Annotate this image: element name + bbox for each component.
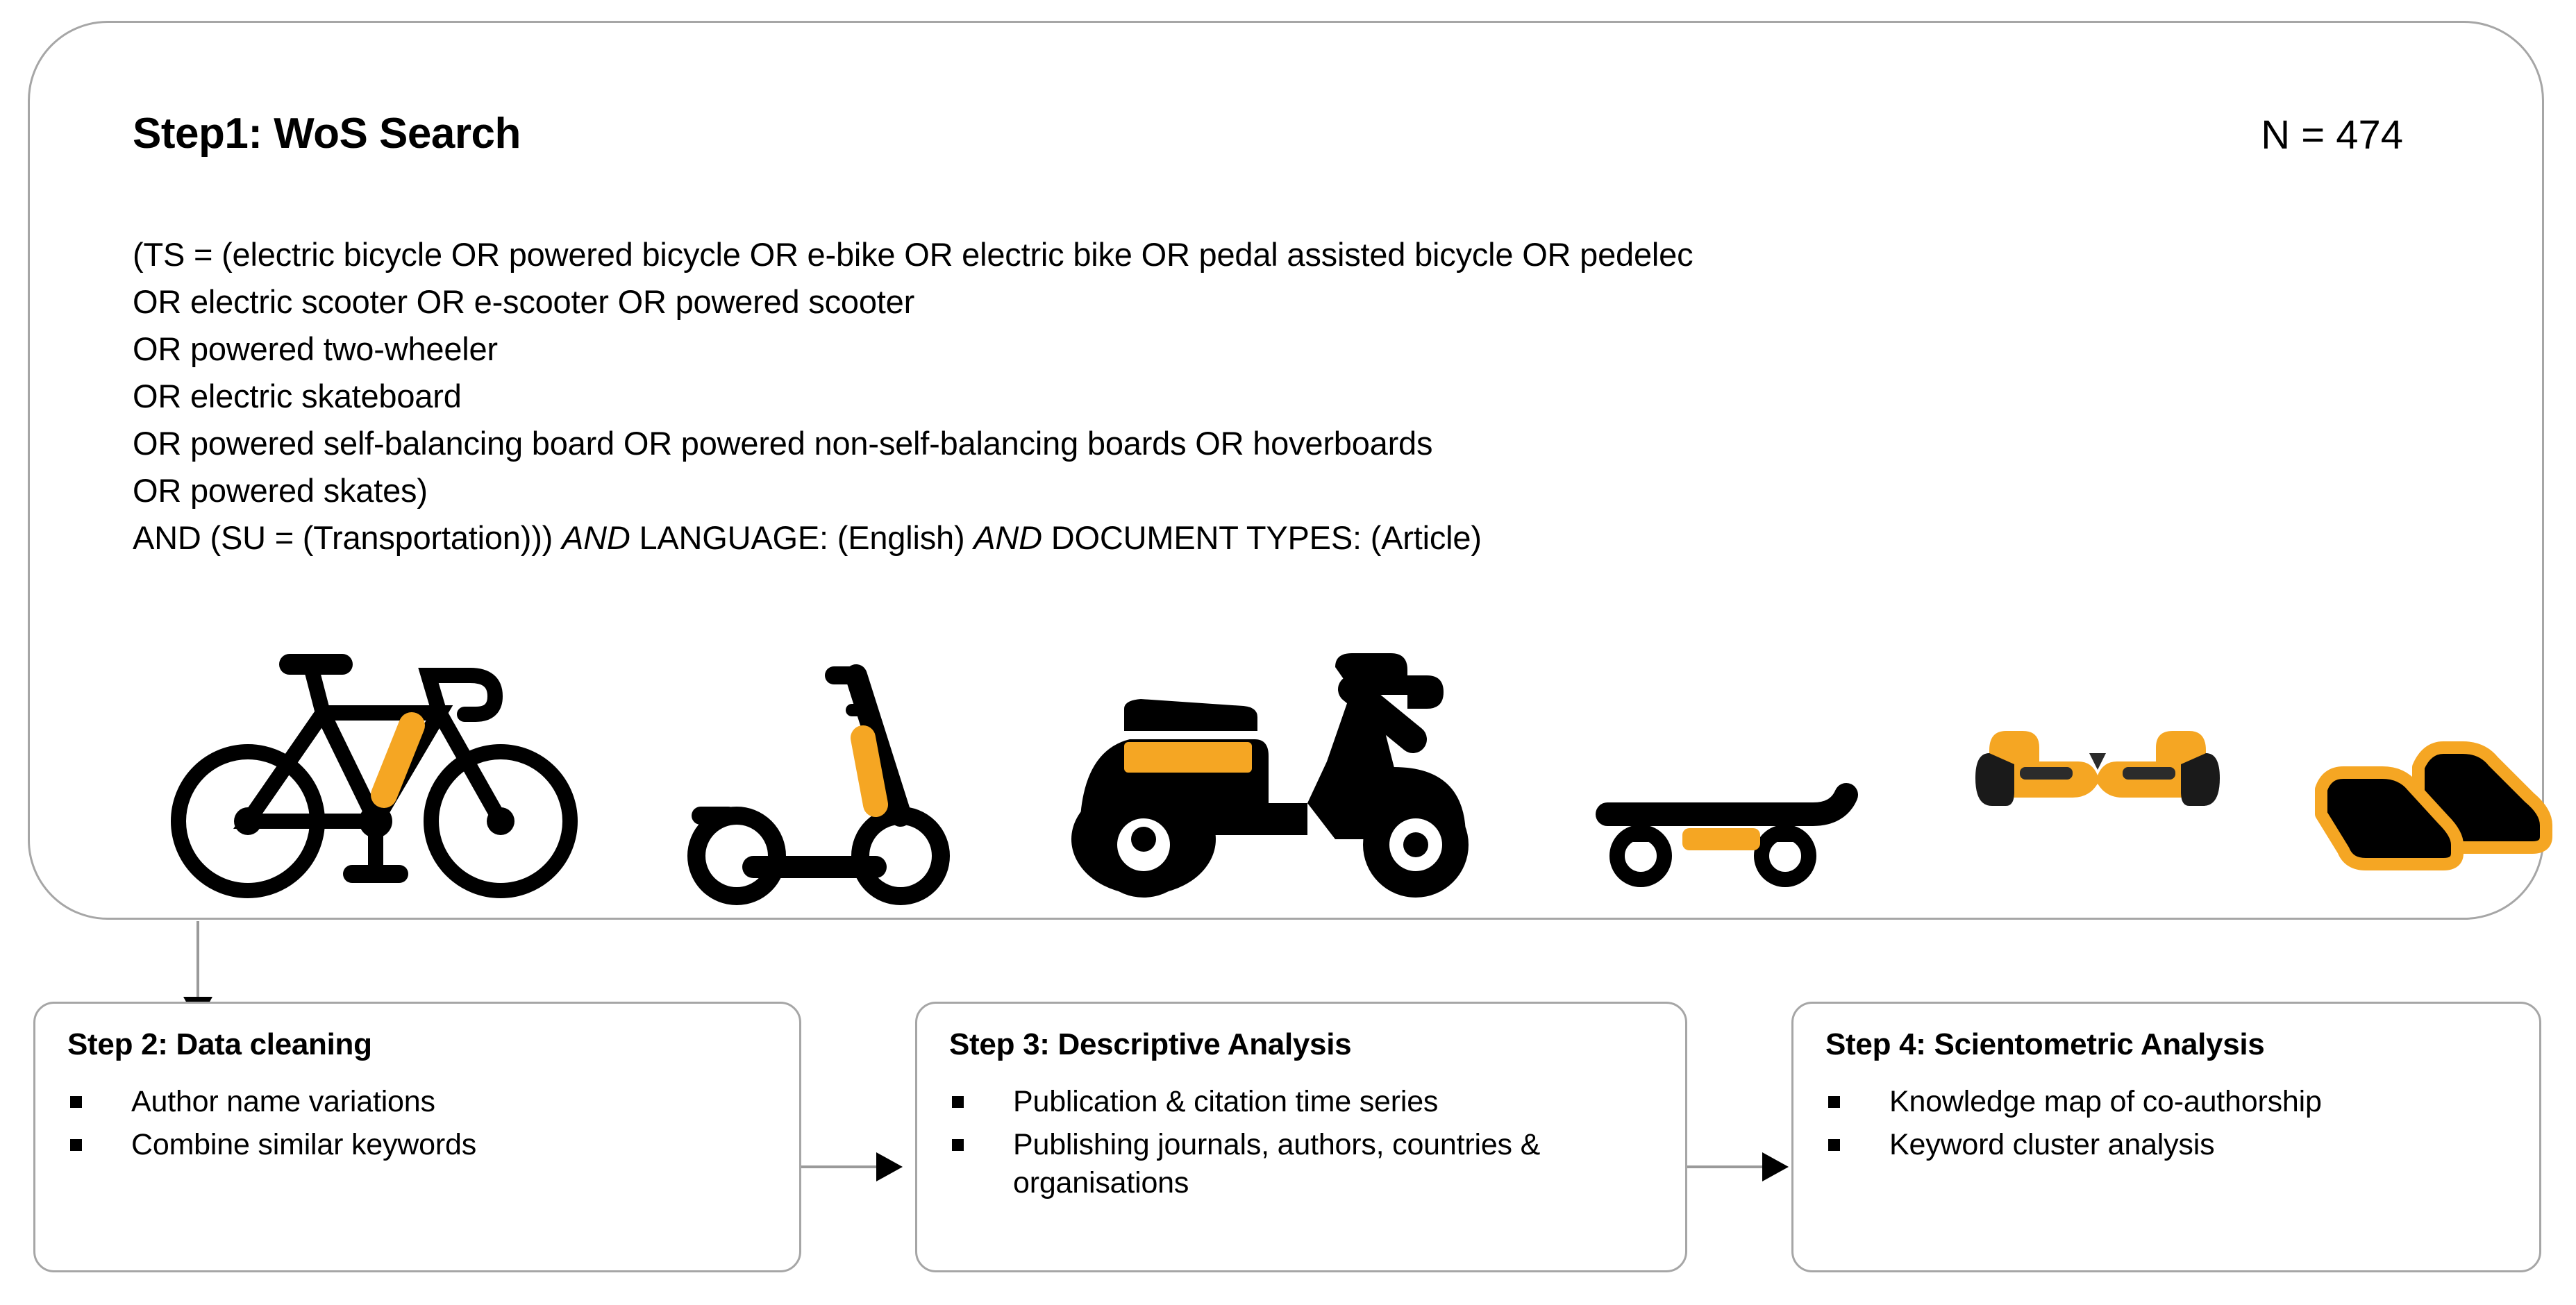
search-query-text: (TS = (electric bicycle OR powered bicyc… — [133, 231, 2438, 562]
connector-step1-to-step2-line — [196, 921, 199, 1001]
electric-bicycle-icon — [171, 654, 578, 898]
step1-record-count: N = 474 — [2261, 112, 2403, 158]
connector-step2-to-step3-line — [800, 1165, 883, 1168]
step1-title: Step1: WoS Search — [133, 110, 521, 158]
list-item-label: Author name variations — [131, 1085, 435, 1118]
step4-container: Step 4: Scientometric Analysis Knowledge… — [1791, 1002, 2541, 1272]
electric-skateboard-icon — [1596, 783, 1858, 887]
query-line-1: (TS = (electric bicycle OR powered bicyc… — [133, 236, 1693, 273]
bullet-icon — [70, 1096, 82, 1108]
step3-container: Step 3: Descriptive Analysis Publication… — [915, 1002, 1687, 1272]
step2-container: Step 2: Data cleaning Author name variat… — [33, 1002, 801, 1272]
connector-step2-to-step3-arrowhead — [876, 1152, 903, 1181]
query-filter-language: LANGUAGE: (English) — [630, 519, 974, 556]
query-operator-and-1: AND — [561, 519, 630, 556]
list-item: Author name variations — [70, 1083, 799, 1121]
list-item: Combine similar keywords — [70, 1126, 799, 1164]
list-item-label: Publication & citation time series — [1013, 1085, 1439, 1118]
bullet-icon — [1828, 1139, 1840, 1151]
step2-list: Author name variations Combine similar k… — [35, 1083, 799, 1164]
list-item-label: Knowledge map of co-authorship — [1889, 1085, 2322, 1118]
query-line-4: OR electric skateboard — [133, 378, 462, 414]
bullet-icon — [952, 1139, 964, 1151]
query-filter-subject: AND (SU = (Transportation))) — [133, 519, 562, 556]
list-item-label: Publishing journals, authors, countries … — [1013, 1128, 1541, 1199]
step3-heading: Step 3: Descriptive Analysis — [949, 1027, 1352, 1061]
connector-step3-to-step4-line — [1686, 1165, 1769, 1168]
query-line-7: AND (SU = (Transportation))) AND LANGUAG… — [133, 514, 2438, 562]
powered-moped-icon — [1071, 653, 1469, 898]
list-item: Keyword cluster analysis — [1828, 1126, 2539, 1164]
list-item: Knowledge map of co-authorship — [1828, 1083, 2539, 1121]
step4-heading: Step 4: Scientometric Analysis — [1825, 1027, 2265, 1061]
step3-list: Publication & citation time series Publi… — [917, 1083, 1685, 1202]
step4-list: Knowledge map of co-authorship Keyword c… — [1793, 1083, 2539, 1164]
query-line-3: OR powered two-wheeler — [133, 330, 498, 367]
list-item-label: Combine similar keywords — [131, 1128, 477, 1161]
bullet-icon — [952, 1096, 964, 1108]
step2-heading: Step 2: Data cleaning — [67, 1027, 372, 1061]
step1-container: Step1: WoS Search N = 474 (TS = (electri… — [28, 21, 2552, 920]
hoverboard-icon — [1975, 731, 2220, 806]
bullet-icon — [70, 1139, 82, 1151]
connector-step3-to-step4-arrowhead — [1762, 1152, 1789, 1181]
powered-skates-icon — [2315, 741, 2552, 870]
query-line-2: OR electric scooter OR e-scooter OR powe… — [133, 283, 915, 320]
list-item-label: Keyword cluster analysis — [1889, 1128, 2215, 1161]
bullet-icon — [1828, 1096, 1840, 1108]
query-line-6: OR powered skates) — [133, 472, 428, 509]
query-operator-and-2: AND — [973, 519, 1042, 556]
list-item: Publication & citation time series — [952, 1083, 1685, 1121]
electric-scooter-icon — [687, 664, 950, 905]
list-item: Publishing journals, authors, countries … — [952, 1126, 1685, 1202]
query-filter-doctype: DOCUMENT TYPES: (Article) — [1042, 519, 1482, 556]
vehicle-icon-strip — [133, 620, 2552, 911]
query-line-5: OR powered self-balancing board OR power… — [133, 425, 1433, 462]
